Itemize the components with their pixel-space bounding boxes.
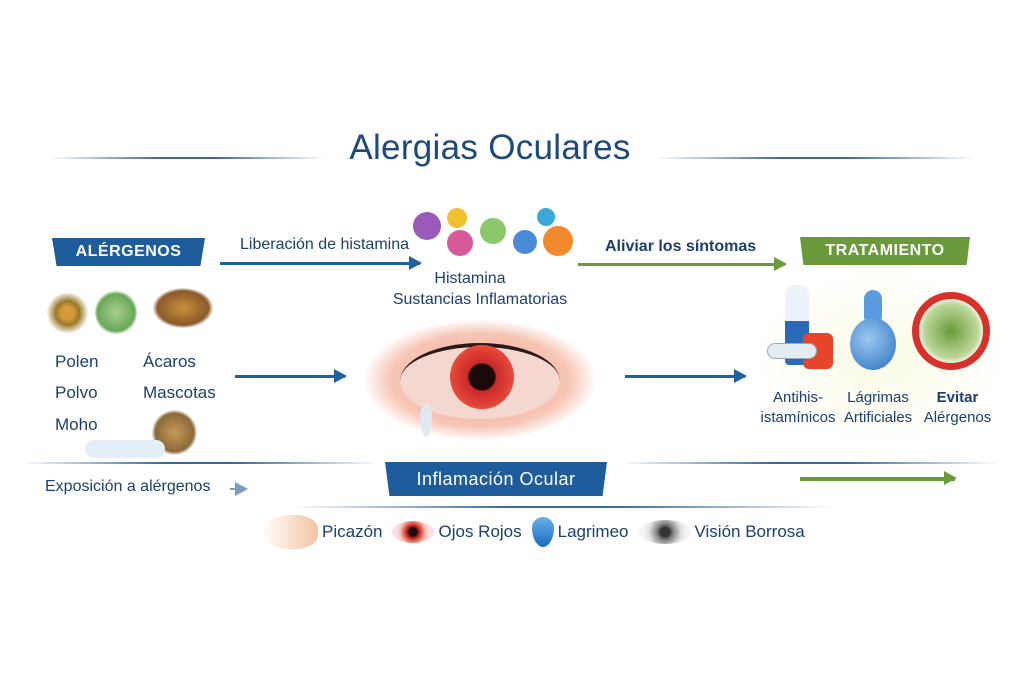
symptom-blurred-vision: Visión Borrosa bbox=[638, 520, 805, 544]
divider bbox=[20, 462, 380, 464]
dust-icon bbox=[85, 440, 165, 458]
allergen-item: Ácaros bbox=[143, 352, 196, 371]
divider bbox=[50, 157, 325, 159]
treatment-item: Antihis-istamínicos bbox=[760, 389, 836, 426]
blurred-eye-icon bbox=[638, 520, 691, 544]
arrow-icon bbox=[220, 256, 422, 270]
pollen-icon bbox=[45, 293, 90, 333]
exposure-label: Exposición a alérgenos bbox=[45, 478, 211, 495]
antihistamine-icon bbox=[765, 285, 835, 375]
relieve-symptoms-label: Aliviar los síntomas bbox=[605, 238, 757, 255]
tear-drop-icon bbox=[531, 517, 554, 547]
arrow-icon bbox=[578, 257, 787, 271]
mite-icon bbox=[153, 288, 213, 328]
hand-icon bbox=[262, 515, 318, 549]
arrow-icon bbox=[230, 482, 248, 496]
symptom-tearing: Lagrimeo bbox=[531, 517, 629, 547]
treatment-banner: TRATAMIENTO bbox=[800, 237, 970, 265]
mold-icon bbox=[95, 290, 137, 335]
inflammatory-label: Sustancias Inflamatorias bbox=[392, 291, 568, 308]
histamine-particles-icon bbox=[395, 200, 580, 260]
symptom-red-eyes: Ojos Rojos bbox=[392, 521, 522, 543]
allergen-illustrations bbox=[45, 285, 220, 340]
allergens-banner: ALÉRGENOS bbox=[52, 238, 205, 266]
symptom-itching: Picazón bbox=[262, 515, 382, 549]
histamine-release-label: Liberación de histamina bbox=[240, 236, 409, 253]
allergen-item: Mascotas bbox=[143, 383, 216, 402]
red-eye-illustration bbox=[355, 305, 605, 455]
eye-drops-icon bbox=[848, 290, 908, 375]
allergen-item: Polen bbox=[55, 352, 99, 371]
arrow-icon bbox=[800, 471, 957, 485]
inflammation-banner: Inflamación Ocular bbox=[385, 462, 607, 496]
arrow-icon bbox=[235, 369, 347, 383]
histamine-label: Histamina bbox=[434, 270, 506, 287]
page-title: Alergias Oculares bbox=[349, 128, 631, 167]
avoid-allergens-icon bbox=[912, 292, 990, 370]
symptoms-row: Picazón Ojos Rojos Lagrimeo Visión Borro… bbox=[262, 515, 805, 549]
allergen-item: Moho bbox=[55, 415, 98, 434]
divider bbox=[620, 462, 1000, 464]
divider bbox=[290, 506, 835, 508]
divider bbox=[655, 157, 975, 159]
allergen-item: Polvo bbox=[55, 383, 98, 402]
red-eye-icon bbox=[392, 521, 435, 543]
arrow-icon bbox=[625, 369, 747, 383]
